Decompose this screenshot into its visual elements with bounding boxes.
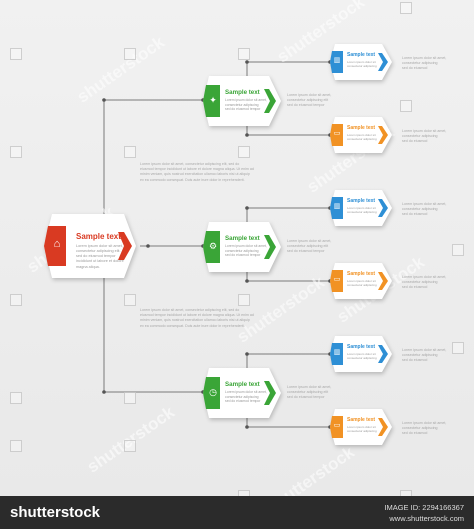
mid-note-3: Lorem ipsum dolor sit amet,consectetur a… [287, 385, 332, 400]
stock-logo: shutterstock [10, 504, 101, 521]
connector-dot [146, 244, 150, 248]
leaf-note-5: Lorem ipsum dolor sit amet,consectetur a… [402, 348, 447, 363]
root-description: Lorem ipsum dolor sit amet,consectetur a… [76, 244, 124, 269]
mid-note-2: Lorem ipsum dolor sit amet,consectetur a… [287, 239, 332, 254]
watermark-box [238, 294, 250, 306]
connector-dot [245, 133, 249, 137]
mid-node-card-1: ✦ Sample text Lorem ipsum dolor sit amet… [203, 76, 283, 126]
leaf-note-1: Lorem ipsum dolor sit amet,consectetur a… [402, 56, 447, 71]
watermark-box [124, 392, 136, 404]
clock-icon: ◷ [209, 387, 217, 397]
watermark-box [452, 244, 464, 256]
leaf-note-6: Lorem ipsum dolor sit amet,consectetur a… [402, 421, 447, 436]
watermark-box [124, 146, 136, 158]
mid-node-card-3: ◷ Sample text Lorem ipsum dolor sit amet… [203, 368, 283, 418]
mid-note-1: Lorem ipsum dolor sit amet,consectetur a… [287, 93, 332, 108]
stock-footer-bar: shutterstock IMAGE ID: 2294166367 www.sh… [0, 496, 474, 529]
battery-icon: ▭ [333, 130, 341, 137]
image-credit: IMAGE ID: 2294166367 www.shutterstock.co… [384, 503, 464, 524]
bar-chart-icon: ▥ [333, 57, 341, 64]
leaf-note-2: Lorem ipsum dolor sit amet,consectetur a… [402, 129, 447, 144]
mid-2-description: Lorem ipsum dolor sit amet,consectetur a… [225, 244, 267, 258]
connector-dot [102, 98, 106, 102]
gears-icon: ⚙ [208, 241, 218, 251]
mid-2-title: Sample text [225, 235, 260, 242]
mid-1-title: Sample text [225, 89, 260, 96]
connector-dot [245, 425, 249, 429]
battery-icon: ▭ [333, 276, 341, 283]
dollar-house-icon: ⌂ [53, 238, 61, 250]
leaf-1-title: Sample text [347, 52, 376, 58]
leaf-note-3: Lorem ipsum dolor sit amet,consectetur a… [402, 202, 447, 217]
watermark-box [452, 342, 464, 354]
watermark-box [10, 294, 22, 306]
watermark-box [10, 48, 22, 60]
watermark-box [124, 294, 136, 306]
leaf-2-title: Sample text [347, 125, 376, 131]
connector-dot [245, 352, 249, 356]
connector-dot [245, 206, 249, 210]
mid-3-title: Sample text [225, 381, 260, 388]
leaf-3-title: Sample text [347, 198, 376, 204]
watermark-box [124, 440, 136, 452]
bar-chart-icon: ▥ [333, 349, 341, 356]
watermark-box [238, 48, 250, 60]
mid-node-card-2: ⚙ Sample text Lorem ipsum dolor sit amet… [203, 222, 283, 272]
mid-1-description: Lorem ipsum dolor sit amet,consectetur a… [225, 98, 267, 112]
connector-dot [245, 279, 249, 283]
watermark-box [238, 146, 250, 158]
lightbulb-icon: ✦ [209, 95, 217, 105]
leaf-note-4: Lorem ipsum dolor sit amet,consectetur a… [402, 275, 447, 290]
watermark-box [124, 48, 136, 60]
connector-dot [102, 390, 106, 394]
leaf-4-title: Sample text [347, 271, 376, 277]
watermark-box [400, 100, 412, 112]
watermark-box [10, 440, 22, 452]
root-title: Sample text [76, 232, 121, 241]
paragraph-note-1: Lorem ipsum dolor sit amet, consectetur … [140, 162, 254, 182]
connector-dot [245, 60, 249, 64]
watermark-box [10, 146, 22, 158]
leaf-6-title: Sample text [347, 417, 376, 423]
paragraph-note-2: Lorem ipsum dolor sit amet, consectetur … [140, 308, 254, 328]
watermark-box [400, 2, 412, 14]
leaf-5-title: Sample text [347, 344, 376, 350]
watermark-box [10, 392, 22, 404]
mid-3-description: Lorem ipsum dolor sit amet,consectetur a… [225, 390, 267, 404]
battery-icon: ▭ [333, 422, 341, 429]
root-node-card: ⌂ Sample text Lorem ipsum dolor sit amet… [44, 214, 140, 278]
bar-chart-icon: ▥ [333, 203, 341, 210]
